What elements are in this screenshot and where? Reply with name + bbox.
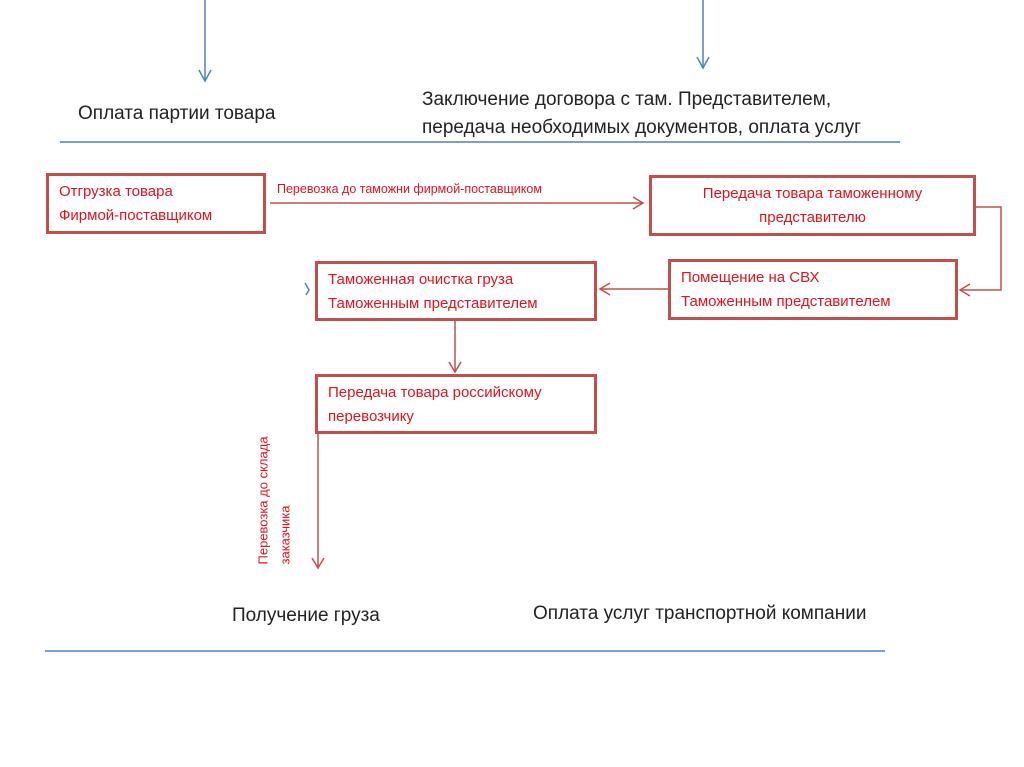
box-text: представителю <box>759 209 866 226</box>
box-clearance: Таможенная очистка груза Таможенным пред… <box>315 261 597 321</box>
label-cargo-received: Получение груза <box>232 605 380 626</box>
rot-line1: Перевозка до склада <box>255 436 271 565</box>
box-handover-customs: Передача товара таможенному представител… <box>649 175 976 236</box>
box-text: Таможенная очистка груза <box>328 271 514 288</box>
label-payment-goods: Оплата партии товара <box>78 103 276 124</box>
rot-line2: заказчика <box>277 505 293 565</box>
label-contract-line2: передача необходимых документов, оплата … <box>422 117 862 138</box>
box-text: Помещение на СВХ <box>681 269 820 286</box>
label-contract: Заключение договора с там. Представителе… <box>422 86 861 142</box>
box-text: Отгрузка товара <box>59 183 173 200</box>
arrow-handover-to-warehouse <box>960 206 1002 291</box>
box-shipment: Отгрузка товара Фирмой-поставщиком <box>46 173 266 234</box>
box-text: Таможенным представителем <box>328 295 538 312</box>
label-transport-to-customs: Перевозка до таможни фирмой-поставщиком <box>277 182 542 196</box>
label-transport-payment: Оплата услуг транспортной компании <box>533 603 867 624</box>
box-warehouse: Помещение на СВХ Таможенным представител… <box>668 259 958 320</box>
box-text: Передача товара таможенному <box>702 185 923 202</box>
label-contract-line1: Заключение договора с там. Представителе… <box>422 89 832 110</box>
box-text: Передача товара российскому <box>328 384 542 401</box>
box-handover-carrier: Передача товара российскому перевозчику <box>315 374 597 434</box>
box-text: Таможенным представителем <box>681 293 891 310</box>
box-text: перевозчику <box>328 408 414 425</box>
box-text: Фирмой-поставщиком <box>59 207 213 224</box>
label-transport-to-warehouse: Перевозка до склада заказчика <box>253 400 297 565</box>
